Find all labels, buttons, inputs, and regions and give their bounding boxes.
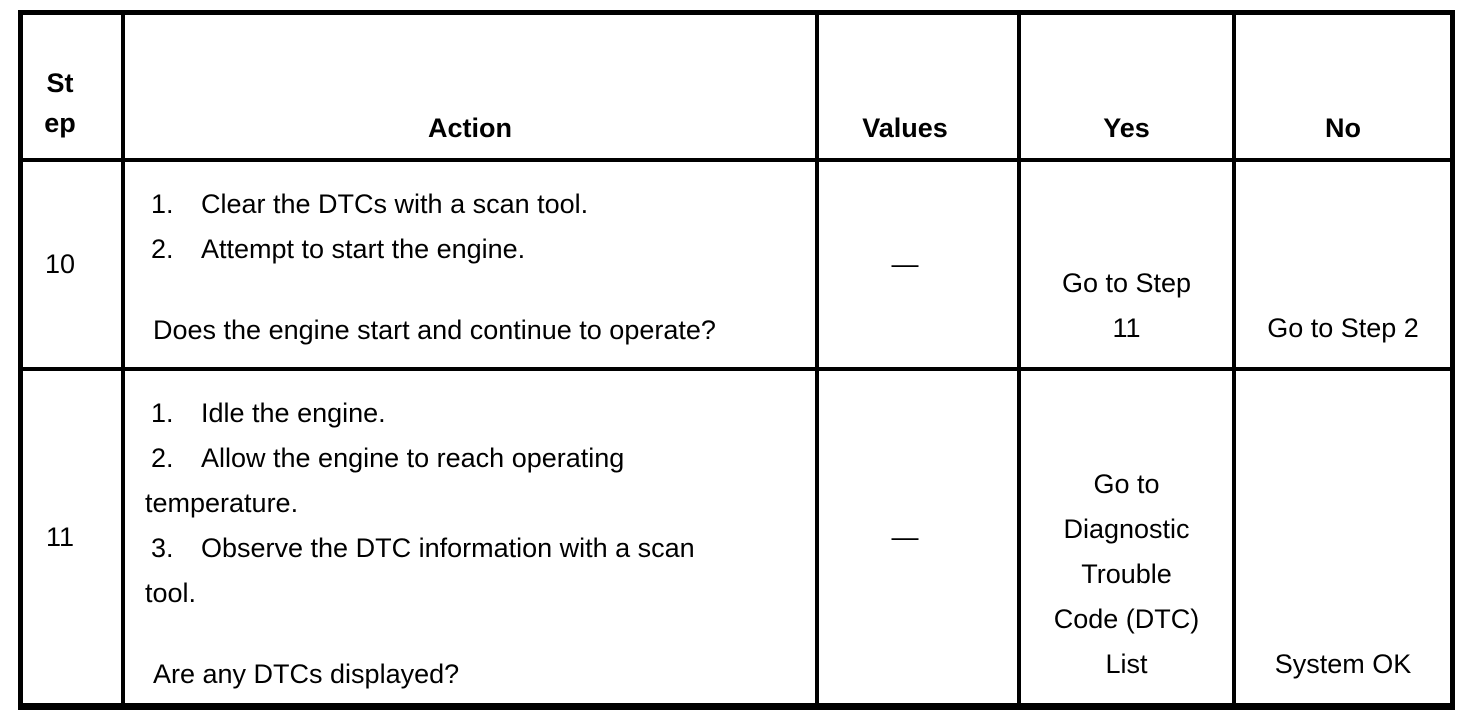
- no-result-line: Go to Step 2: [1267, 313, 1419, 343]
- row10-action-cell: 1. Clear the DTCs with a scan tool. 2. Att…: [125, 162, 819, 371]
- action-question: Are any DTCs displayed?: [153, 659, 460, 689]
- header-step-line2: ep: [44, 108, 76, 138]
- row11-step-cell: 11: [23, 371, 125, 703]
- header-step-line1: St: [46, 68, 74, 98]
- header-cell-action: Action: [125, 15, 819, 162]
- instruction-text: Idle the engine.: [201, 398, 386, 428]
- yes-result-line: Diagnostic: [1063, 514, 1190, 544]
- row10-step-cell: 10: [23, 162, 125, 371]
- yes-result-line: Go to: [1093, 469, 1160, 499]
- list-number: 3.: [151, 533, 174, 563]
- row11-yes-cell: Go to Diagnostic Trouble Code (DTC) List: [1021, 371, 1236, 703]
- list-number: 1.: [151, 398, 174, 428]
- action-instruction: 2. Allow the engine to reach operating: [145, 436, 801, 481]
- step-number: 11: [45, 521, 75, 552]
- instruction-text: Observe the DTC information with a scan: [201, 533, 695, 563]
- yes-result-line: List: [1105, 649, 1148, 679]
- values-dash: —: [891, 521, 919, 552]
- row11-values-cell: —: [819, 371, 1021, 703]
- row10-no-cell: Go to Step 2: [1236, 162, 1450, 371]
- values-dash: —: [891, 249, 919, 279]
- action-instruction: 1. Clear the DTCs with a scan tool.: [145, 182, 801, 227]
- header-action-label: Action: [428, 113, 512, 143]
- action-instruction: 2. Attempt to start the engine.: [145, 227, 801, 272]
- yes-result-line: Go to Step: [1061, 268, 1192, 298]
- list-number: 2.: [151, 234, 174, 264]
- instruction-continuation: tool.: [145, 578, 197, 608]
- header-cell-step: St ep: [23, 15, 125, 162]
- no-result-line: System OK: [1274, 649, 1412, 679]
- step-number: 10: [44, 249, 76, 279]
- action-instruction: 3. Observe the DTC information with a sca…: [145, 526, 801, 571]
- row11-action-cell: 1. Idle the engine. 2. Allow the engine to…: [125, 371, 819, 703]
- header-yes-label: Yes: [1103, 113, 1150, 143]
- list-number: 2.: [151, 443, 174, 473]
- yes-result-line: 11: [1112, 313, 1141, 343]
- row11-no-cell: System OK: [1236, 371, 1450, 703]
- instruction-continuation: temperature.: [145, 488, 299, 518]
- instruction-text: Attempt to start the engine.: [201, 234, 526, 264]
- instruction-text: Allow the engine to reach operating: [201, 443, 625, 473]
- action-question: Does the engine start and continue to op…: [153, 315, 716, 345]
- instruction-text: Clear the DTCs with a scan tool.: [201, 189, 589, 219]
- yes-result-line: Code (DTC): [1053, 604, 1200, 634]
- yes-result-line: Trouble: [1081, 559, 1172, 589]
- header-cell-yes: Yes: [1021, 15, 1236, 162]
- diagnostic-step-table: St ep Action Values Yes No 10 1. Clear th…: [18, 10, 1455, 710]
- header-no-label: No: [1325, 113, 1361, 143]
- header-cell-values: Values: [819, 15, 1021, 162]
- row10-yes-cell: Go to Step 11: [1021, 162, 1236, 371]
- row10-values-cell: —: [819, 162, 1021, 371]
- header-values-label: Values: [862, 113, 948, 143]
- header-cell-no: No: [1236, 15, 1450, 162]
- action-instruction: 1. Idle the engine.: [145, 391, 801, 436]
- list-number: 1.: [151, 189, 174, 219]
